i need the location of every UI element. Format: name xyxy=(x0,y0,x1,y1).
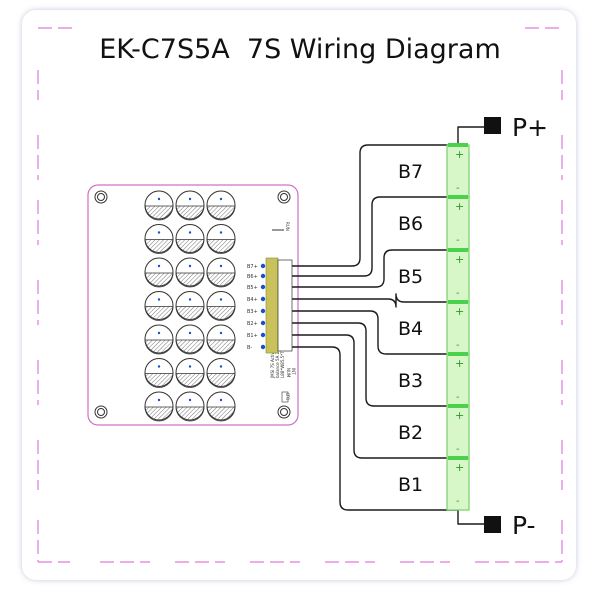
pin-b6plus: B6+ xyxy=(247,273,266,280)
battery-label: B7 xyxy=(398,161,423,183)
wire-tap-1 xyxy=(266,144,458,267)
capacitor xyxy=(144,324,174,355)
connector-block xyxy=(265,257,279,354)
capacitor xyxy=(206,358,236,388)
battery-plus-symbol: + xyxy=(455,253,464,266)
pin-b1plus: B1+ xyxy=(247,332,266,339)
pin-label: B2+ xyxy=(247,321,258,327)
diagram-title: EK-C7S5A 7S Wiring Diagram xyxy=(99,34,501,65)
capacitor xyxy=(206,190,236,221)
mounting-hole-br xyxy=(277,405,291,419)
pin-b7plus: B7+ xyxy=(247,263,266,270)
battery-label: B2 xyxy=(398,422,423,444)
wiring xyxy=(266,126,484,525)
pin-label: B- xyxy=(247,345,252,351)
wire-tap-6 xyxy=(266,322,458,407)
mounting-hole-tl xyxy=(94,190,108,204)
capacitor xyxy=(175,291,205,321)
border-guides xyxy=(37,27,563,563)
battery-minus-symbol: - xyxy=(456,340,460,351)
battery-minus-symbol: - xyxy=(456,183,460,194)
negative-terminal-label: P- xyxy=(512,511,536,540)
battery-plus-symbol: + xyxy=(455,200,464,213)
battery-minus-symbol: - xyxy=(456,496,460,507)
capacitor xyxy=(144,358,174,388)
wire-tap-8 xyxy=(266,346,458,511)
capacitor xyxy=(144,224,174,254)
negative-terminal-block xyxy=(484,516,501,533)
positive-terminal: P+ xyxy=(484,113,548,142)
capacitor xyxy=(175,324,205,355)
capacitor xyxy=(144,291,174,321)
int-marking: INT xyxy=(291,368,296,375)
wire-p-plus xyxy=(457,126,484,145)
num-marking: NUM xyxy=(286,368,291,378)
pin-label: B7+ xyxy=(247,264,258,270)
battery-minus-symbol: - xyxy=(456,288,460,299)
capacitor xyxy=(144,190,174,221)
wire-tap-7 xyxy=(266,334,458,459)
wire-tap-5 xyxy=(266,310,458,355)
battery-plus-symbol: + xyxy=(455,148,464,161)
battery-plus-symbol: + xyxy=(455,357,464,370)
capacitor xyxy=(144,257,174,288)
battery-b3: + - B3 xyxy=(398,352,470,407)
mounting-hole-tr xyxy=(277,190,291,204)
pin-label: B4+ xyxy=(247,297,258,303)
run-marking: RUN xyxy=(285,222,290,231)
battery-stack: + - B7 + - B6 + - B5 + - B4 + - B3 + - B2 + - B1 xyxy=(398,143,470,511)
pin-label: B1+ xyxy=(247,333,258,339)
battery-label: B3 xyxy=(398,370,423,392)
battery-label: B1 xyxy=(398,474,423,496)
wire-tap-3 xyxy=(266,249,458,288)
battery-plus-symbol: + xyxy=(455,461,464,474)
negative-terminal: P- xyxy=(484,511,536,540)
pin-b3plus: B3+ xyxy=(247,308,266,315)
wire-tap-4 xyxy=(266,293,458,308)
battery-minus-symbol: - xyxy=(456,444,460,455)
pin-b5plus: B5+ xyxy=(247,284,266,291)
capacitor xyxy=(144,391,174,422)
wire-p-minus xyxy=(457,510,484,525)
capacitor xyxy=(206,257,236,288)
battery-b2: + - B2 xyxy=(398,404,470,459)
battery-b4: + - B4 xyxy=(398,300,470,355)
capacitor xyxy=(175,358,205,388)
pin-connector: B7+ B6+ B5+ B4+ B3+ B2+ B1+ B- xyxy=(247,257,293,354)
equalizer-board: RUN JMSI 7S Active equalizer V1.2balance… xyxy=(87,184,299,426)
capacitor xyxy=(175,224,205,254)
board-info-line: L88*W85.5*T6mm xyxy=(280,341,285,378)
pin-label: B3+ xyxy=(247,309,258,315)
battery-b7: + - B7 xyxy=(398,143,470,198)
pin-label: B6+ xyxy=(247,274,258,280)
pin-b4plus: B4+ xyxy=(247,296,266,303)
capacitor-grid xyxy=(144,190,236,422)
pin-b2plus: B2+ xyxy=(247,320,266,327)
capacitor xyxy=(206,324,236,355)
capacitor xyxy=(175,391,205,422)
battery-minus-symbol: - xyxy=(456,235,460,246)
battery-minus-symbol: - xyxy=(456,392,460,403)
capacitor xyxy=(206,291,236,321)
positive-terminal-label: P+ xyxy=(512,113,548,142)
battery-b6: + - B6 xyxy=(398,195,470,250)
battery-label: B6 xyxy=(398,213,423,235)
battery-label: B4 xyxy=(398,318,423,340)
positive-terminal-block xyxy=(484,117,501,134)
battery-label: B5 xyxy=(398,266,423,288)
mounting-hole-bl xyxy=(94,405,108,419)
battery-b5: + - B5 xyxy=(398,248,470,303)
capacitor xyxy=(206,391,236,422)
lto-marking: LTO xyxy=(285,393,290,400)
battery-b1: + - B1 xyxy=(398,456,470,511)
pin-bminus: B- xyxy=(247,344,266,351)
pin-label: B5+ xyxy=(247,285,258,291)
battery-plus-symbol: + xyxy=(455,305,464,318)
battery-plus-symbol: + xyxy=(455,409,464,422)
wire-tap-2 xyxy=(266,196,458,277)
capacitor xyxy=(206,224,236,254)
capacitor xyxy=(175,257,205,288)
capacitor xyxy=(175,190,205,221)
